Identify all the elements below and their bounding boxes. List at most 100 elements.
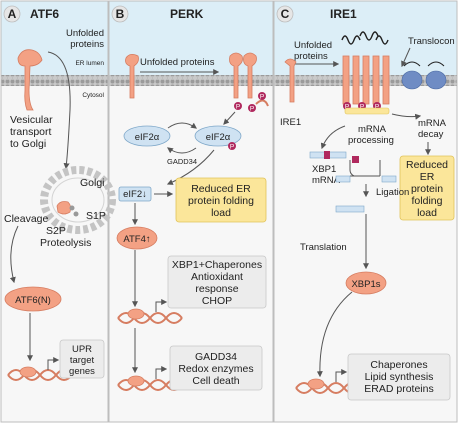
- eif2a-phospho: [228, 142, 236, 150]
- upr-target-line1: UPR: [72, 344, 92, 355]
- ire1-phospho-3-label: P: [375, 104, 379, 111]
- panel-a-letter: A: [8, 7, 17, 21]
- eif2a-left-label: eIF2α: [135, 132, 160, 143]
- dna-b2-transcription-arrow: [155, 366, 168, 379]
- perk-box2-line3: Cell death: [192, 375, 239, 387]
- s2p-label: S2P: [46, 225, 66, 237]
- dna-a-transcription-arrow: [47, 357, 60, 370]
- perk-unfolded-label: Unfolded proteins: [140, 57, 215, 68]
- translocon-pointer-arrow: [401, 47, 411, 68]
- eif2-down-label: eIF2↓: [123, 189, 147, 200]
- eif2a-dephosphorylation-arrow: [167, 147, 197, 154]
- ire1-phospho-1-label: P: [345, 104, 349, 111]
- eif2-down-box: [118, 186, 152, 202]
- perk-box1-line1: XBP1+Chaperones: [172, 259, 262, 271]
- perk-box2-line1: GADD34: [195, 351, 237, 363]
- xbp1-mrna-line1: XBP1: [312, 164, 336, 175]
- atf6-in-golgi: [56, 201, 79, 217]
- ire1-reduced-line2: ER: [420, 171, 435, 183]
- perk-box1-line2: Antioxidant: [191, 271, 243, 283]
- ire1-reduced-line1: Reduced: [406, 159, 448, 171]
- dna-b1: [117, 308, 183, 324]
- perk-reduced-folding-box: [175, 177, 267, 223]
- panel-b-title: PERK: [170, 7, 204, 21]
- perk-monomer: [125, 54, 139, 99]
- xbp1-intron: [324, 151, 330, 159]
- mrna-processing-line1: mRNA: [358, 124, 387, 135]
- panel-c-letter: C: [281, 7, 290, 21]
- panel-a-er-membrane: [1, 75, 108, 86]
- perk-to-eif2a-arrow: [223, 111, 236, 125]
- perk-phospho-1: [234, 102, 242, 110]
- perk-target-box-1: [167, 255, 267, 309]
- perk-dimer: [229, 52, 269, 107]
- xbp1-spliced-mrna: [335, 205, 365, 213]
- panel-a-unfolded-line1: Unfolded: [66, 28, 104, 39]
- mrna-processing-line2: processing: [348, 135, 394, 146]
- translocon-label: Translocon: [408, 36, 455, 47]
- golgi-label: Golgi: [80, 177, 105, 189]
- proteolysis-label: Proteolysis: [40, 237, 91, 249]
- eif2a-left-oval: [123, 125, 171, 147]
- perk-phospho-2: [248, 104, 256, 112]
- xbp1s-to-dna-arrow: [316, 291, 353, 378]
- atf6-protein: [17, 49, 43, 111]
- vesicular-line1: Vesicular: [10, 114, 53, 126]
- upr-target-box: [59, 339, 105, 379]
- perk-phospho-3: [258, 92, 266, 100]
- ire1-target-line1: Chaperones: [370, 359, 427, 371]
- ire1-reduced-folding-box: [399, 155, 455, 221]
- ire1-to-decay-arrow: [391, 113, 422, 120]
- upr-target-line2: target: [70, 355, 95, 366]
- ire1-reduced-line3: protein: [411, 183, 443, 195]
- atf6n-arrow: [9, 225, 19, 284]
- panel-a-cytosol-label: Cytosol: [82, 92, 104, 99]
- xbp1-mrna-line2: mRNA: [312, 175, 341, 186]
- panel-c: [273, 0, 458, 423]
- cleavage-label: Cleavage: [4, 213, 49, 225]
- ire1-unfolded-line2: proteins: [294, 51, 328, 62]
- mrna-decay-line1: mRNA: [418, 118, 447, 129]
- ire1-target-box: [347, 353, 451, 401]
- eif2a-phospho-label: P: [230, 144, 234, 151]
- ire1-phospho-2-label: P: [360, 104, 364, 111]
- ire1-rnase-domain: [344, 107, 390, 115]
- eif2a-to-eif2-arrow: [166, 149, 215, 185]
- ire1-unfolded-line1: Unfolded: [294, 40, 332, 51]
- ligation-label: Ligation: [376, 187, 409, 198]
- perk-phospho-1-label: P: [236, 104, 240, 111]
- perk-reduced-line1: Reduced ER: [191, 183, 251, 195]
- perk-box2-line2: Redox enzymes: [178, 363, 253, 375]
- perk-box1-line3: response: [195, 283, 238, 295]
- ire1-reduced-line5: load: [417, 207, 437, 219]
- upr-target-line3: genes: [69, 366, 95, 377]
- perk-target-box-2: [169, 345, 263, 391]
- panel-c-title: IRE1: [330, 7, 357, 21]
- eif2a-right-oval: [194, 125, 242, 147]
- perk-phospho-2-label: P: [250, 106, 254, 113]
- panel-c-badge: [276, 5, 294, 23]
- ire1-monomer-label: IRE1: [280, 117, 301, 128]
- perk-phospho-3-label: P: [260, 94, 264, 101]
- ire1-target-line3: ERAD proteins: [364, 383, 433, 395]
- xbp1s-label: XBP1s: [351, 279, 380, 290]
- eif2a-phosphorylation-arrow: [167, 122, 197, 129]
- translocons: [401, 61, 447, 90]
- s1p-label: S1P: [86, 210, 106, 222]
- panel-a-er-lumen-label: ER lumen: [75, 60, 104, 67]
- dna-b1-transcription-arrow: [155, 299, 168, 312]
- mrna-decay-line2: decay: [418, 129, 444, 140]
- atf6n-oval: [4, 286, 62, 312]
- atf6n-label: ATF6(N): [15, 295, 51, 306]
- panel-b-er-membrane: [109, 75, 273, 86]
- xbp1-fragment-right: [381, 175, 397, 183]
- dna-c-transcription-arrow: [335, 369, 348, 382]
- perk-reduced-line2: protein folding: [188, 195, 254, 207]
- atf4-oval: [116, 226, 158, 250]
- xbp1s-oval: [345, 271, 387, 295]
- perk-box1-line4: CHOP: [202, 295, 232, 307]
- panel-b-letter: B: [116, 7, 125, 21]
- vesicular-line3: to Golgi: [10, 138, 46, 150]
- panel-a-title: ATF6: [30, 7, 59, 21]
